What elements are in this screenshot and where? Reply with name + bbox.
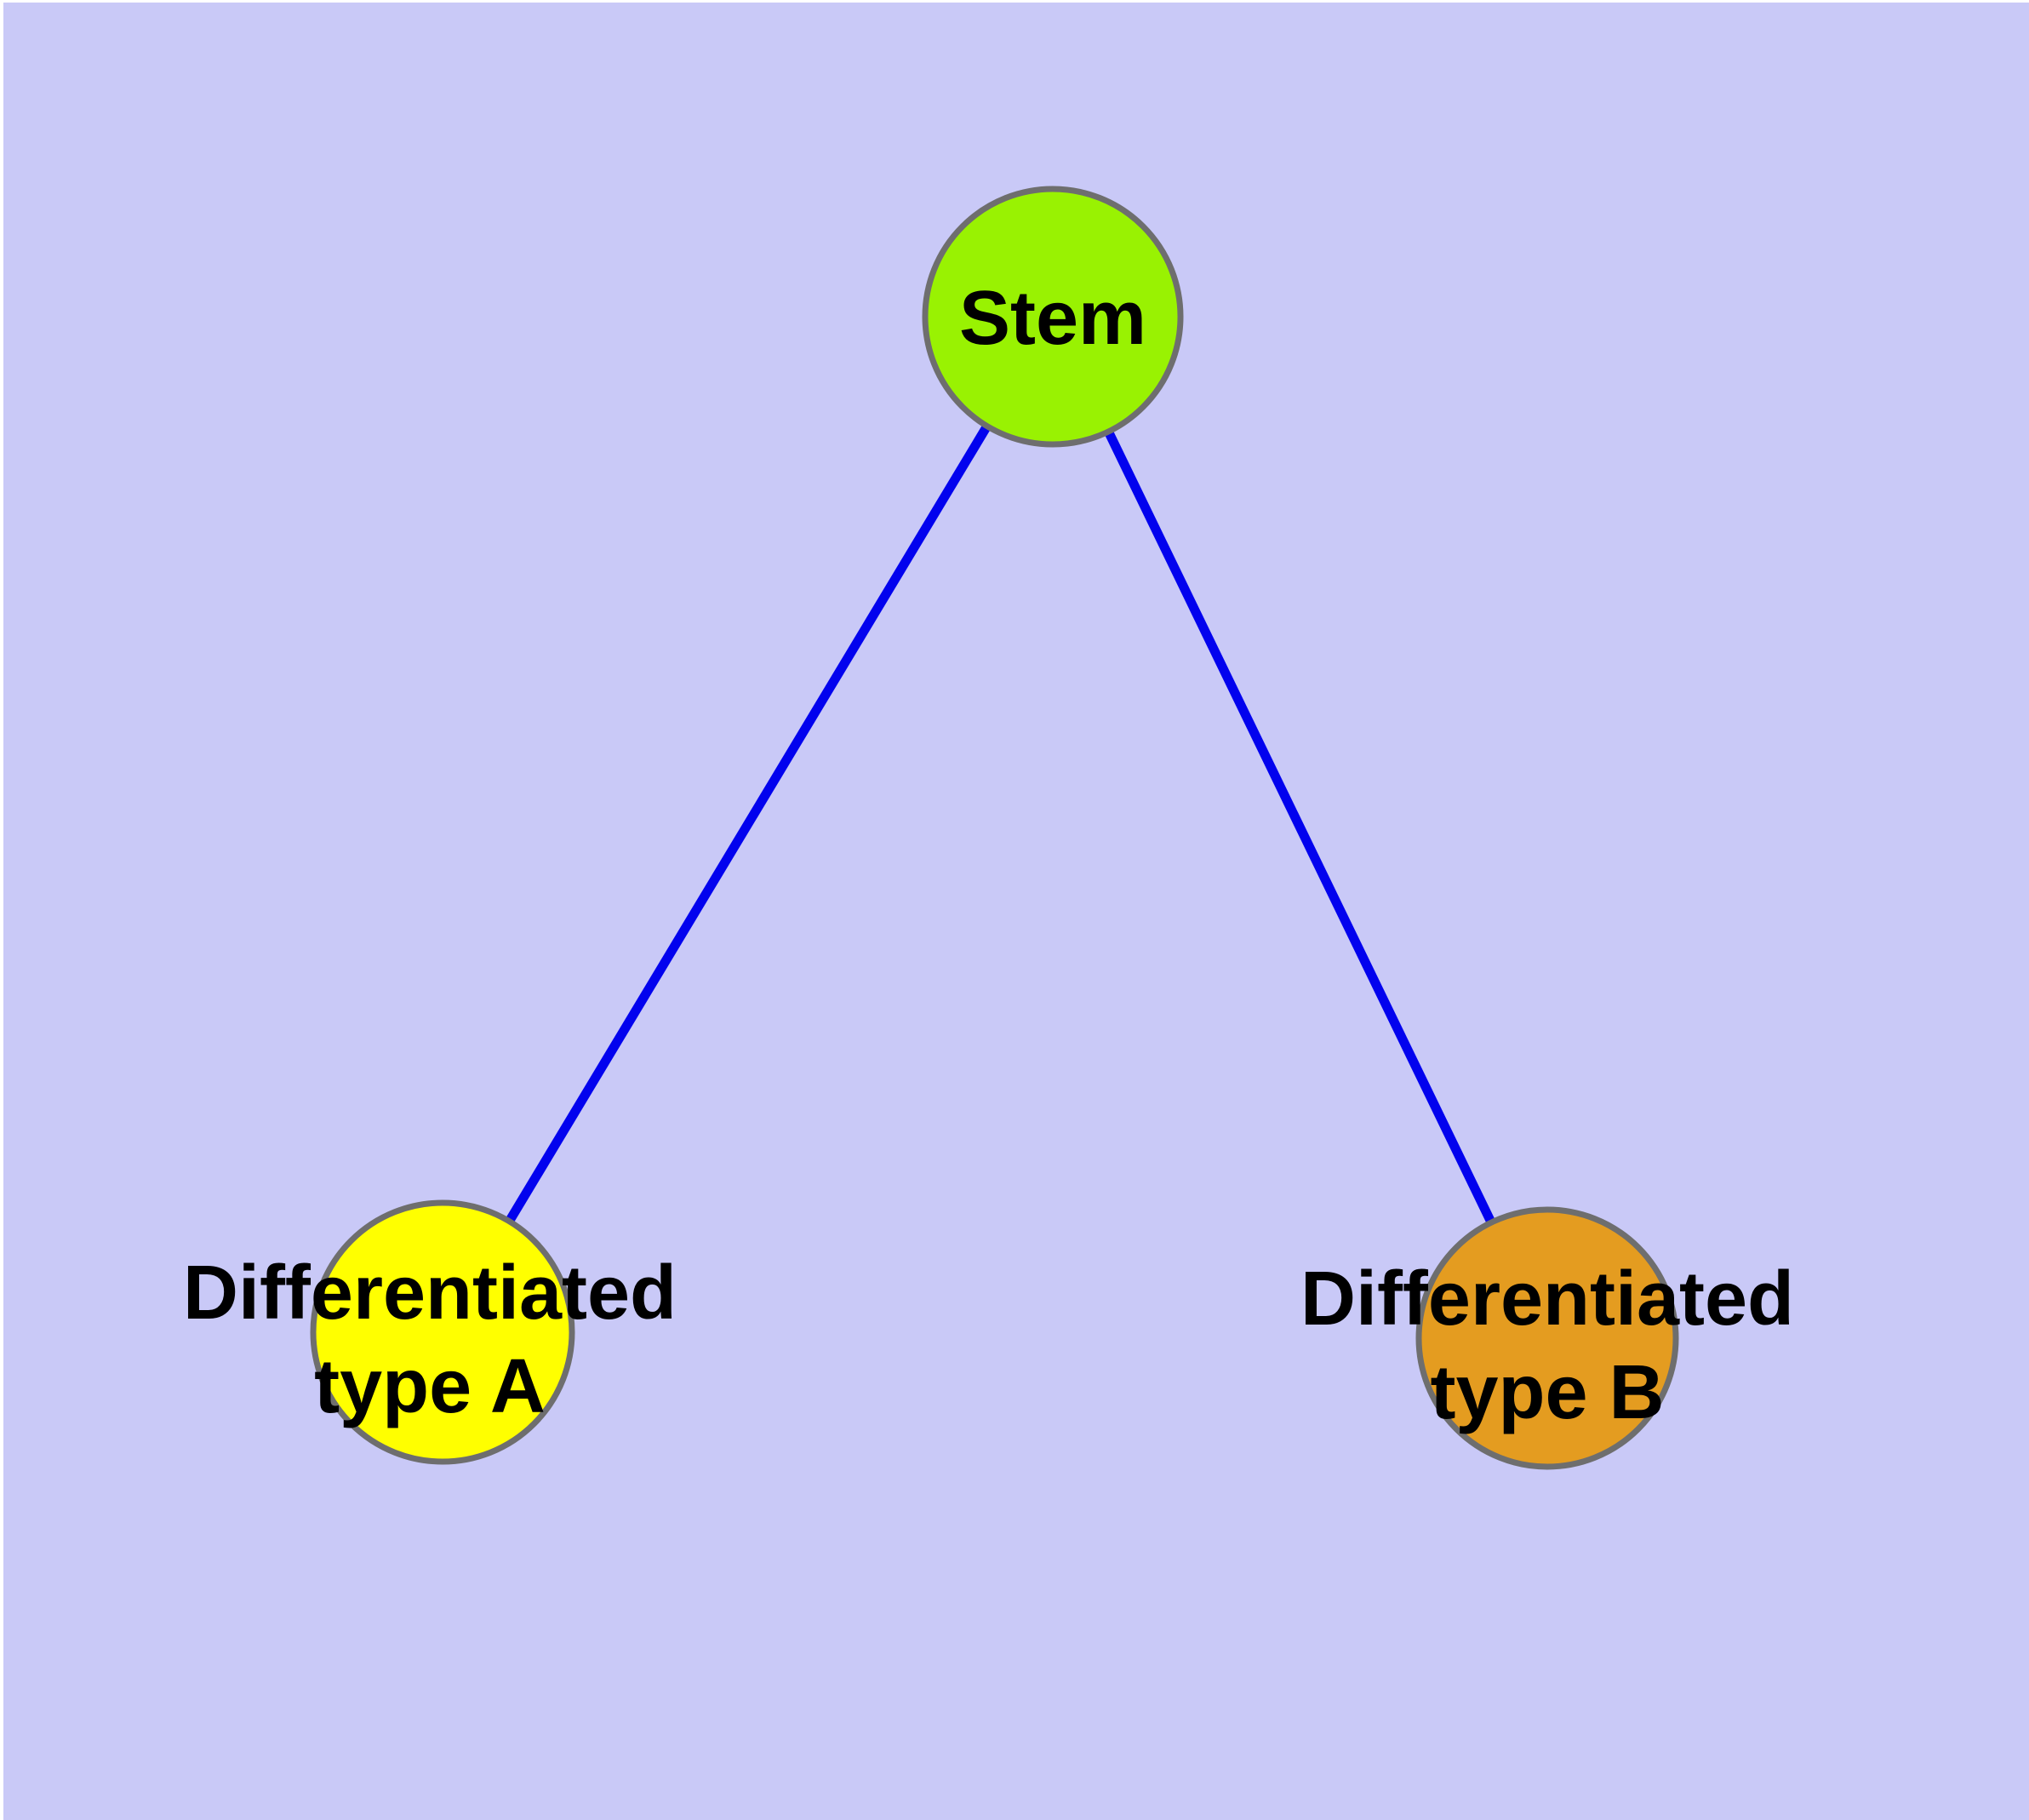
node-type-b-label-line1: Differentiated: [1300, 1256, 1794, 1342]
node-type-a-label-line2: type A: [314, 1344, 546, 1429]
edge-stem-to-type-b: [1049, 314, 1552, 1341]
node-stem-label: Stem: [959, 276, 1146, 361]
node-type-a-circle: [310, 1199, 575, 1465]
node-type-b-label-line2: type B: [1430, 1350, 1664, 1435]
node-type-b-circle: [1415, 1206, 1679, 1470]
node-stem-circle: [922, 186, 1184, 448]
node-type-a-label-line1: Differentiated: [183, 1251, 677, 1336]
edge-stem-to-type-a: [438, 314, 1057, 1335]
